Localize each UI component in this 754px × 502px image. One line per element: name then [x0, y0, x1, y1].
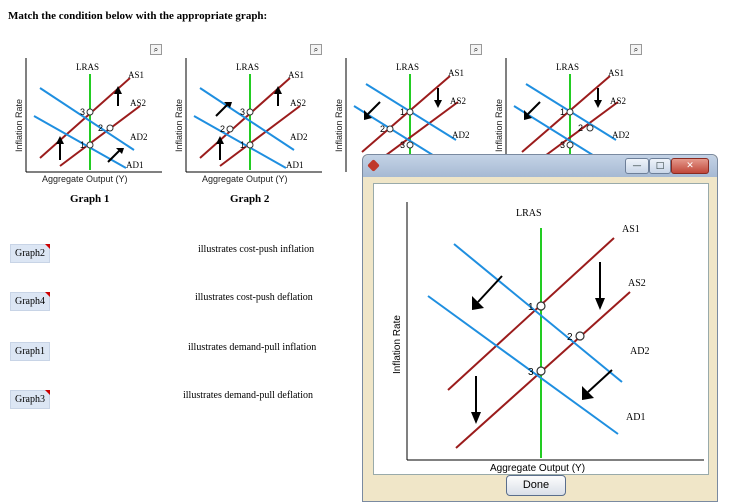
as2-label: AS2: [610, 96, 626, 106]
y-axis-label: Inflation Rate: [494, 98, 504, 152]
ad2-label: AD2: [630, 346, 649, 357]
ad2-label: AD2: [130, 132, 148, 142]
zoom-icon[interactable]: ⌕: [470, 44, 482, 55]
point-3-label: 3: [560, 140, 565, 150]
graph-4-plot: LRAS AS1 AS2 AD2 1 2 3: [505, 58, 630, 172]
flag-icon: [45, 390, 50, 395]
lras-label: LRAS: [516, 208, 542, 219]
ad2-label: AD2: [290, 132, 308, 142]
as1-label: AS1: [448, 68, 464, 78]
x-axis-label: Aggregate Output (Y): [202, 174, 288, 184]
page-heading: Match the condition below with the appro…: [8, 10, 268, 22]
point-2-label: 2: [220, 124, 225, 134]
minimize-button[interactable]: —: [625, 158, 649, 174]
graph-2-plot: LRAS AS1 AS2 AD2 AD1 3 2 1: [185, 58, 322, 173]
graph-2-title: Graph 2: [230, 193, 270, 205]
graph-3-thumbnail[interactable]: ⌕ LRAS AS1 AS2 AD2 1 2 3 Inflation Rate: [332, 40, 482, 215]
point-2-label: 2: [567, 332, 573, 343]
lras-label: LRAS: [236, 62, 259, 72]
lras-label: LRAS: [396, 62, 419, 72]
ad1-label: AD1: [626, 412, 645, 423]
condition-3-text: illustrates demand-pull inflation: [188, 342, 317, 353]
done-button[interactable]: Done: [506, 475, 566, 496]
as1-label: AS1: [288, 70, 304, 80]
ad2-label: AD2: [452, 130, 470, 140]
as2-label: AS2: [290, 98, 306, 108]
point-2-label: 2: [380, 124, 385, 134]
graph-1-title: Graph 1: [70, 193, 110, 205]
as2-label: AS2: [628, 278, 646, 289]
point-1-label: 1: [528, 302, 534, 313]
answer-dropdown-2[interactable]: Graph4: [10, 292, 50, 311]
point-3-label: 3: [240, 107, 245, 117]
point-1-label: 1: [80, 140, 85, 150]
graph-3-plot: LRAS AS1 AS2 AD2 1 2 3: [345, 58, 470, 172]
ad1-label: AD1: [126, 160, 144, 170]
as2-label: AS2: [130, 98, 146, 108]
enlarged-graph-panel: LRAS AS1 AS2 AD2 AD1 1 2 3 Aggregate Out…: [373, 183, 709, 475]
enlarged-graph: LRAS AS1 AS2 AD2 AD1 1 2 3 Aggregate Out…: [392, 202, 704, 474]
point-3-label: 3: [400, 140, 405, 150]
y-axis-label: Inflation Rate: [392, 315, 403, 374]
close-button[interactable]: ✕: [671, 158, 709, 174]
graph-2-thumbnail[interactable]: ⌕ LRAS AS1 AS2 AD2 AD1 3 2 1 Inflation R…: [172, 40, 322, 215]
x-axis-label: Aggregate Output (Y): [490, 463, 585, 474]
window-titlebar[interactable]: — □ ✕: [363, 155, 717, 177]
point-1-label: 1: [240, 140, 245, 150]
answer-choice-1: Graph2: [15, 248, 45, 259]
answer-choice-2: Graph4: [15, 296, 45, 307]
lras-label: LRAS: [76, 62, 99, 72]
graph-4-thumbnail[interactable]: ⌕ LRAS AS1 AS2 AD2 1 2 3 Inflation Rate: [492, 40, 642, 215]
point-2-label: 2: [98, 123, 103, 133]
point-1-label: 1: [400, 107, 405, 117]
x-axis-label: Aggregate Output (Y): [42, 174, 128, 184]
as2-label: AS2: [450, 96, 466, 106]
point-3-label: 3: [528, 367, 534, 378]
graph-1-thumbnail[interactable]: ⌕ LRAS AS1 AS2 AD2 AD1 3 2 1 Inflation R…: [12, 40, 162, 215]
as1-label: AS1: [622, 224, 640, 235]
answer-dropdown-4[interactable]: Graph3: [10, 390, 50, 409]
y-axis-label: Inflation Rate: [334, 98, 344, 152]
y-axis-label: Inflation Rate: [14, 98, 24, 152]
condition-2-text: illustrates cost-push deflation: [195, 292, 313, 303]
app-icon: [367, 159, 380, 172]
maximize-button[interactable]: □: [649, 158, 671, 174]
ad2-label: AD2: [612, 130, 630, 140]
y-axis-label: Inflation Rate: [174, 98, 184, 152]
flag-icon: [45, 244, 50, 249]
as1-label: AS1: [128, 70, 144, 80]
zoom-icon[interactable]: ⌕: [150, 44, 162, 55]
condition-4-text: illustrates demand-pull deflation: [183, 390, 313, 401]
graph-popup-window: — □ ✕ LRAS AS1 AS2 AD2 AD: [362, 154, 718, 502]
zoom-icon[interactable]: ⌕: [630, 44, 642, 55]
answer-dropdown-1[interactable]: Graph2: [10, 244, 50, 263]
graph-1-plot: LRAS AS1 AS2 AD2 AD1 3 2 1: [25, 58, 162, 173]
flag-icon: [45, 292, 50, 297]
ad1-label: AD1: [286, 160, 304, 170]
point-3-label: 3: [80, 107, 85, 117]
answer-choice-3: Graph1: [15, 346, 45, 357]
condition-1-text: illustrates cost-push inflation: [198, 244, 315, 255]
zoom-icon[interactable]: ⌕: [310, 44, 322, 55]
answer-choice-4: Graph3: [15, 394, 45, 405]
as1-label: AS1: [608, 68, 624, 78]
point-2-label: 2: [578, 123, 583, 133]
point-1-label: 1: [560, 107, 565, 117]
answer-dropdown-3[interactable]: Graph1: [10, 342, 50, 361]
lras-label: LRAS: [556, 62, 579, 72]
